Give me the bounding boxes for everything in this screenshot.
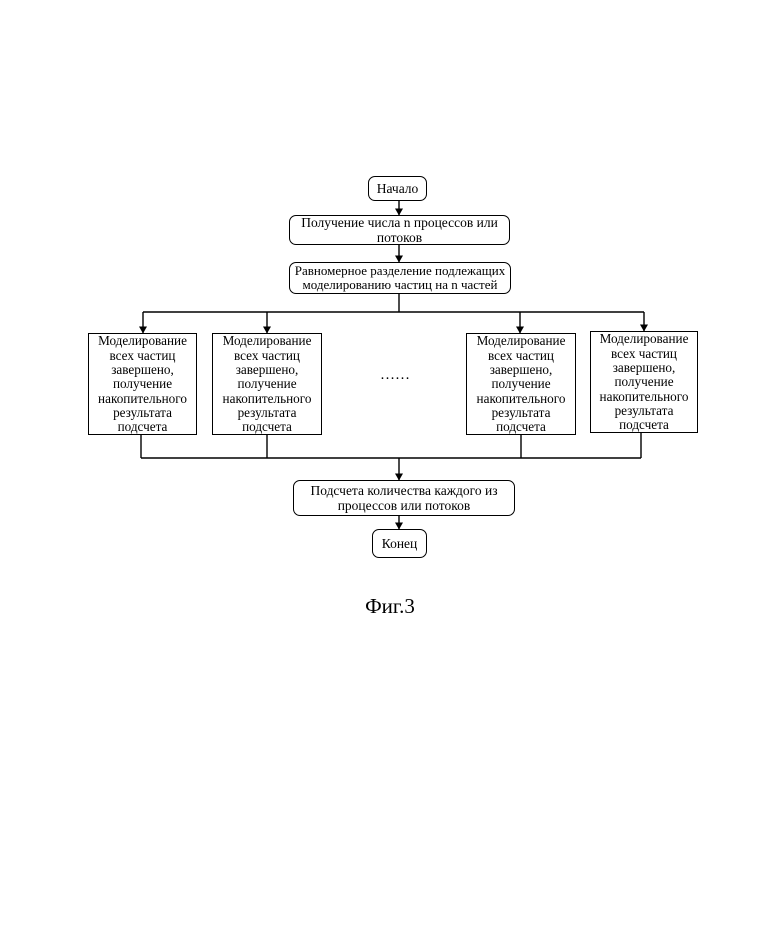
- start-label: Начало: [377, 181, 419, 196]
- ellipsis: ……: [380, 367, 410, 384]
- simulation-block-1: Моделирование всех частиц завершено, пол…: [88, 333, 197, 435]
- get-process-count-label: Получение числа n процессов или потоков: [301, 215, 498, 245]
- split-particles-node: Равномерное разделение подлежащих модели…: [289, 262, 511, 294]
- split-particles-label: Равномерное разделение подлежащих модели…: [295, 264, 505, 291]
- simulation-block-3-label: Моделирование всех частиц завершено, пол…: [477, 334, 566, 434]
- figure-caption: Фиг.3: [340, 594, 440, 619]
- simulation-block-2: Моделирование всех частиц завершено, пол…: [212, 333, 322, 435]
- end-node: Конец: [372, 529, 427, 558]
- count-each-node: Подсчета количества каждого из процессов…: [293, 480, 515, 516]
- start-node: Начало: [368, 176, 427, 201]
- get-process-count-node: Получение числа n процессов или потоков: [289, 215, 510, 245]
- count-each-label: Подсчета количества каждого из процессов…: [310, 483, 497, 513]
- simulation-block-4: Моделирование всех частиц завершено, пол…: [590, 331, 698, 433]
- simulation-block-2-label: Моделирование всех частиц завершено, пол…: [223, 334, 312, 434]
- end-label: Конец: [382, 536, 418, 551]
- simulation-block-4-label: Моделирование всех частиц завершено, пол…: [600, 332, 689, 432]
- simulation-block-1-label: Моделирование всех частиц завершено, пол…: [98, 334, 187, 434]
- simulation-block-3: Моделирование всех частиц завершено, пол…: [466, 333, 576, 435]
